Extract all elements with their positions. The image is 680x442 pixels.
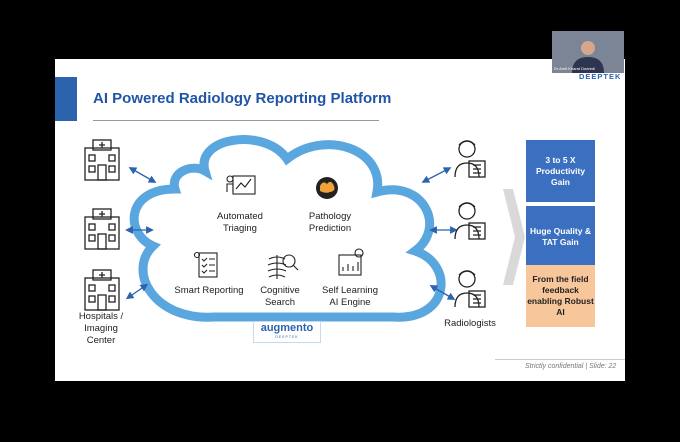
cloud-item-smart-reporting-label: Smart Reporting xyxy=(174,285,244,296)
arrow-right-1 xyxy=(421,167,452,183)
diagram-graphics xyxy=(84,135,525,322)
arrow-right-3 xyxy=(429,285,456,300)
augmento-subtext: DEEPTEK xyxy=(275,335,299,339)
hospital-icon xyxy=(84,139,120,181)
radiologist-icon xyxy=(454,270,486,308)
cloud-item-pathology-prediction-label: Pathology Prediction xyxy=(308,211,352,234)
slide-title: AI Powered Radiology Reporting Platform xyxy=(93,90,392,107)
augmento-name: augmento xyxy=(260,322,314,334)
augmento-logo: augmento DEEPTEK xyxy=(253,321,321,343)
benefit-quality: Huge Quality & TAT Gain xyxy=(526,206,595,268)
triage-icon xyxy=(226,175,256,195)
radiologist-icon xyxy=(454,202,486,240)
big-arrow-icon xyxy=(503,189,525,285)
ribcage-search-icon xyxy=(267,254,299,279)
hospital-icon xyxy=(84,269,120,311)
benefit-productivity: 3 to 5 X Productivity Gain xyxy=(526,140,595,202)
cloud-item-automated-triaging-label: Automated Triaging xyxy=(217,211,263,234)
deeptek-logo: DEEPTEK xyxy=(579,72,622,81)
gear-chart-icon xyxy=(338,248,364,276)
presenter-avatar xyxy=(552,31,624,73)
title-accent-bar xyxy=(55,77,77,121)
cloud-shape xyxy=(129,135,446,322)
radiologists-label: Radiologists xyxy=(444,318,496,329)
cloud-item-cognitive-search-label: Cognitive Search xyxy=(260,285,300,308)
presenter-name: Dr Amit Kharat Dwivedi xyxy=(554,66,596,71)
presentation-slide: AI Powered Radiology Reporting Platform … xyxy=(55,59,625,381)
checklist-icon xyxy=(193,251,218,278)
title-divider xyxy=(93,120,379,121)
brain-icon xyxy=(316,177,338,199)
presenter-video-thumbnail[interactable]: Dr Amit Kharat Dwivedi xyxy=(552,31,624,73)
benefit-robust-ai: From the field feedback enabling Robust … xyxy=(526,265,595,327)
slide-footer: Strictly confidential | Slide: 22 xyxy=(525,363,617,370)
footer-divider xyxy=(495,359,625,360)
radiologist-icon xyxy=(454,140,486,178)
hospitals-label: Hospitals / Imaging Center xyxy=(78,311,124,346)
cloud-item-self-learning-label: Self Learning AI Engine xyxy=(322,285,378,308)
arrow-left-3 xyxy=(125,283,149,300)
hospital-icon xyxy=(84,208,120,250)
arrow-left-1 xyxy=(128,167,157,183)
